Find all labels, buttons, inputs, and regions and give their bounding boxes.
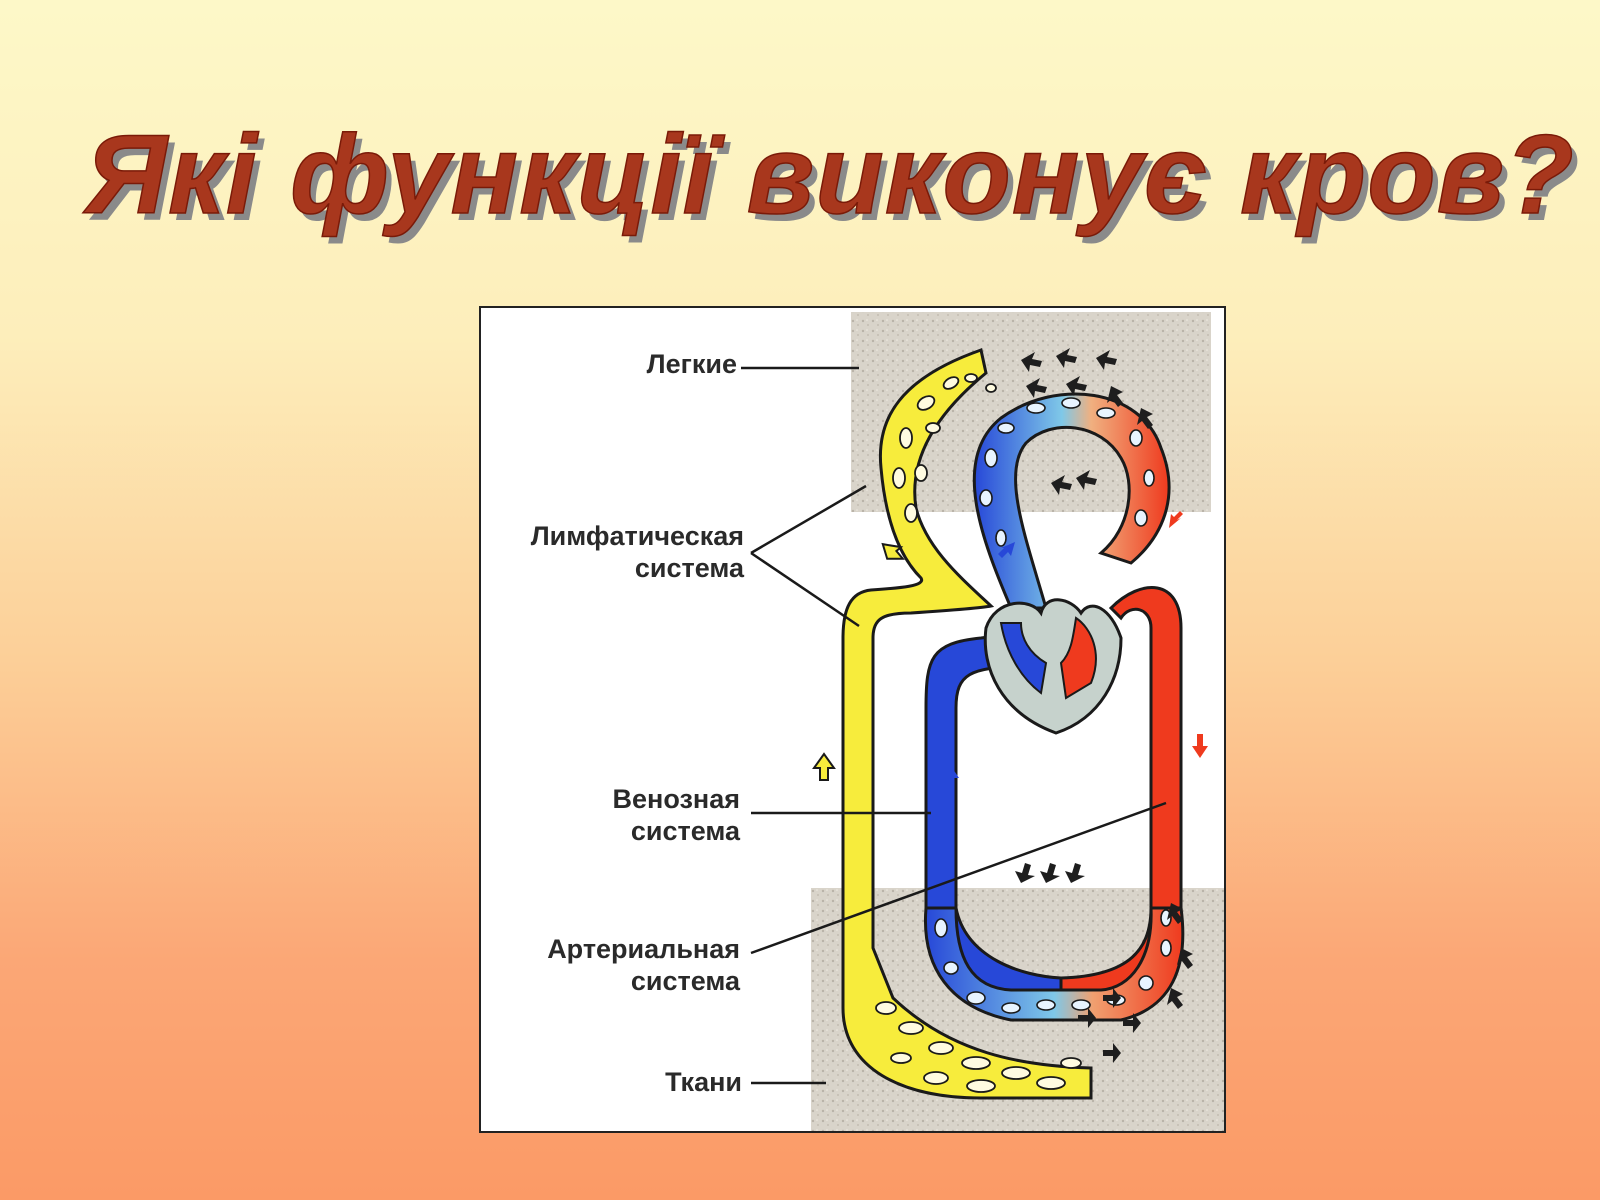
circulation-diagram: Легкие Лимфатическая система Венозная си… <box>479 306 1226 1133</box>
leader-lymph-lower <box>750 551 860 628</box>
lymph-flow-arrow-up <box>812 752 836 781</box>
circulation-diagram-graphic <box>741 312 1224 1131</box>
tissue-cells <box>934 909 1172 1014</box>
arterial-flow-arrow-top <box>1169 511 1183 528</box>
slide-title: Які функції виконує кров? <box>85 111 1575 238</box>
leader-lymph-upper <box>750 484 867 555</box>
lymph-cells-top <box>892 373 997 523</box>
label-arterial-line1: Артериальная <box>547 934 740 964</box>
label-lymph-line1: Лимфатическая <box>530 521 744 551</box>
leader-lines <box>741 366 1167 1085</box>
arterial-flow-arrow <box>1192 734 1208 758</box>
venous-flow-arrow-top <box>998 542 1015 558</box>
lymph-cells-bottom <box>875 1001 1082 1093</box>
leader-arterial <box>750 801 1167 955</box>
label-lymph-line2: система <box>634 553 744 583</box>
gas-exchange-arrows-top <box>1021 348 1153 495</box>
label-venous-line1: Венозная <box>612 784 740 814</box>
label-venous-line2: система <box>630 816 740 846</box>
lung-cells <box>979 397 1155 547</box>
pulmonary-loop <box>972 392 1171 610</box>
gas-exchange-arrows-bottom <box>1015 863 1193 1063</box>
heart-right-chamber <box>999 622 1048 695</box>
lymph-vessel <box>841 348 1093 1100</box>
venous-flow-arrow <box>943 766 959 788</box>
label-lungs: Легкие <box>646 349 737 379</box>
lymph-flow-arrow-top <box>881 542 905 560</box>
heart-left-chamber <box>1059 616 1097 700</box>
label-tissues: Ткани <box>665 1067 742 1097</box>
heart <box>983 598 1123 735</box>
label-arterial-line2: система <box>630 966 740 996</box>
